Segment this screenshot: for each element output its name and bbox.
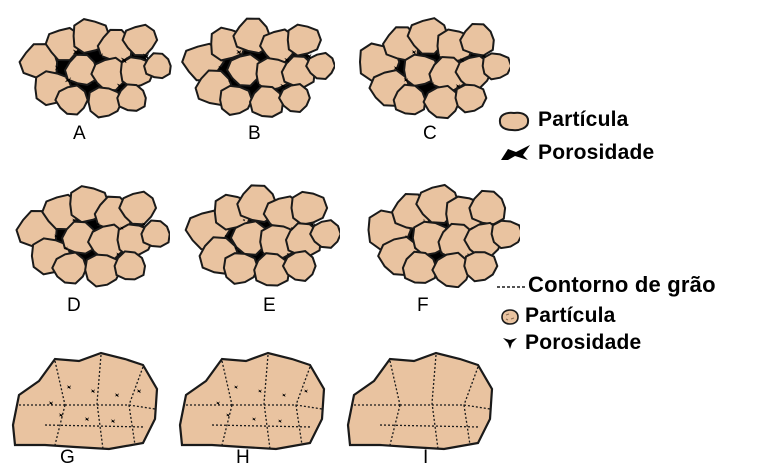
- legend-porosity-label: Porosidade: [538, 141, 654, 165]
- particle: [292, 192, 328, 225]
- panel-a: [12, 10, 172, 120]
- legend-particle-label-2: Partícula: [525, 304, 616, 328]
- compact-outline: [180, 353, 324, 449]
- panel-f-drawing: [360, 178, 520, 288]
- particle: [464, 252, 497, 281]
- particle: [483, 53, 510, 79]
- panel-label-i: I: [423, 447, 428, 469]
- particle: [224, 253, 258, 284]
- particle: [456, 85, 487, 113]
- panel-c: [350, 10, 510, 120]
- panel-label-d: D: [67, 295, 81, 317]
- panel-e-drawing: [180, 178, 340, 288]
- panel-label-a: A: [73, 123, 86, 145]
- panel-b: [175, 10, 335, 120]
- panel-label-g: G: [60, 447, 75, 469]
- legend-boundary-label: Contorno de grão: [528, 272, 716, 298]
- compact-outline: [13, 353, 157, 449]
- grain-boundary-legend-icon: [496, 284, 526, 290]
- panel-a-drawing: [12, 10, 172, 120]
- particle: [492, 221, 520, 248]
- particle: [288, 25, 321, 56]
- particle-small-legend-icon: [500, 308, 520, 326]
- particle: [469, 191, 505, 224]
- panel-e: [180, 178, 340, 288]
- panel-b-drawing: [175, 10, 335, 120]
- panel-g: [5, 345, 165, 455]
- particle: [460, 24, 494, 56]
- particle: [141, 221, 169, 247]
- panel-label-e: E: [263, 295, 276, 317]
- panel-g-drawing: [5, 345, 165, 455]
- legend-particle-label: Partícula: [538, 108, 629, 132]
- porosity-small-legend-icon: [502, 336, 518, 350]
- particle: [144, 53, 171, 78]
- particle-legend-icon: [497, 110, 531, 132]
- panel-d-drawing: [10, 178, 170, 288]
- panel-f: [360, 178, 520, 288]
- panel-c-drawing: [350, 10, 510, 120]
- panel-label-h: H: [236, 447, 250, 469]
- compact-outline: [348, 353, 492, 449]
- panel-h-drawing: [172, 345, 332, 455]
- legend-porosity-label-2: Porosidade: [525, 331, 641, 355]
- panel-i-drawing: [340, 345, 500, 455]
- panel-i: [340, 345, 500, 455]
- particle: [220, 86, 252, 115]
- panel-h: [172, 345, 332, 455]
- panel-label-f: F: [417, 295, 429, 317]
- porosity-legend-icon: [499, 143, 533, 163]
- particle: [89, 87, 122, 117]
- panel-label-c: C: [423, 123, 437, 145]
- panel-label-b: B: [248, 123, 261, 145]
- panel-d: [10, 178, 170, 288]
